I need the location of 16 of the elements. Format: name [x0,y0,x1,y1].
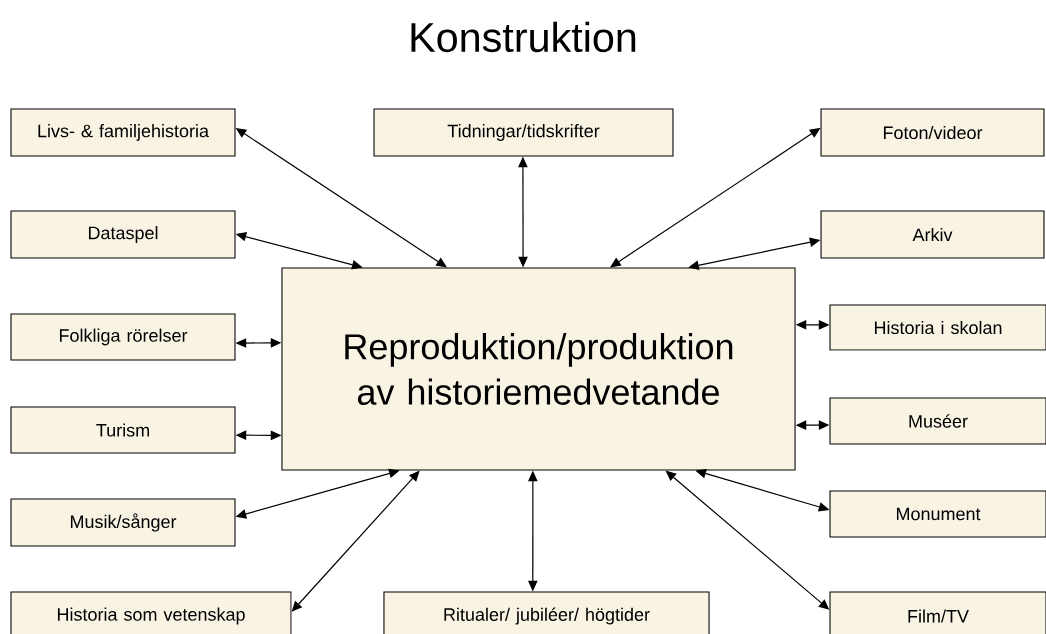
topic-box: Turism [10,406,236,454]
topic-box: Historia som vetenskap [10,591,292,634]
topic-box: Dataspel [10,210,236,259]
topic-box: Livs- & familjehistoria [10,108,236,157]
title: Konstruktion [411,21,636,53]
topic-box: Musik/sånger [10,498,236,547]
topic-box: Tidningar/tidskrifter [373,108,674,157]
topic-box: Arkiv [820,210,1045,259]
topic-box: Folkliga rörelser [10,313,236,361]
topic-box: Monument [829,490,1046,538]
topic-box: Foton/videor [820,108,1045,157]
topic-box: Film/TV [829,591,1046,634]
topic-box: Ritualer/ jubiléer/ högtider [383,591,710,634]
central-box: Reproduktion/produktion av historiemedvetande [281,267,796,471]
topic-box: Historia i skolan [829,304,1046,351]
topic-box: Muséer [829,397,1046,445]
